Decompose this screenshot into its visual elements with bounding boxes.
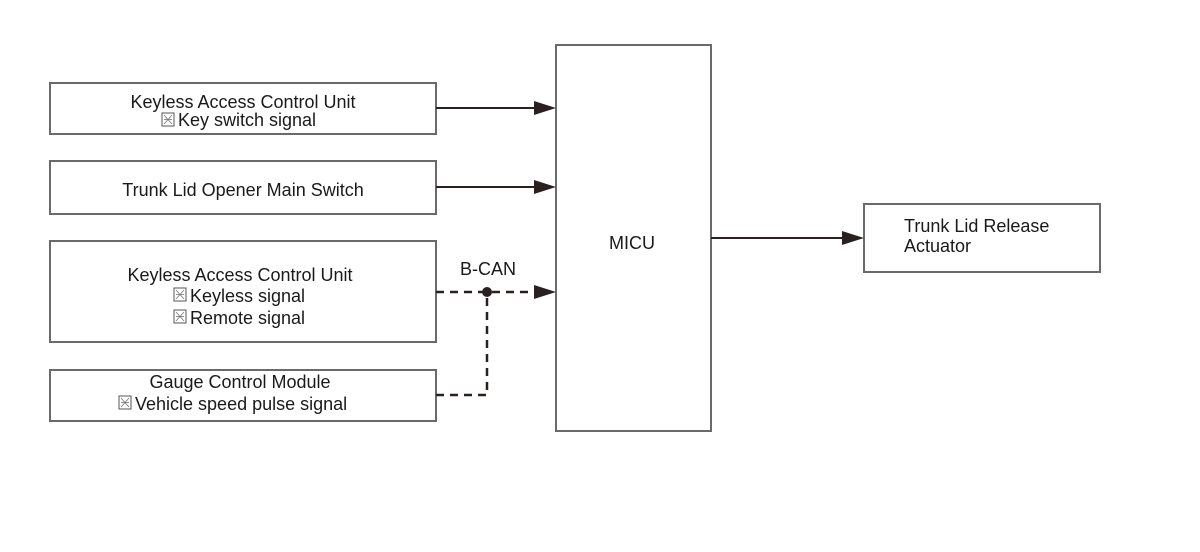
micu-block: MICU	[555, 44, 712, 432]
remote-signal-label: Remote signal	[190, 308, 305, 328]
actuator-title-line2: Actuator	[904, 236, 971, 256]
keyless-unit-can-title: Keyless Access Control Unit	[127, 265, 352, 285]
micu-title: MICU	[609, 233, 655, 253]
bullet-icon	[173, 309, 187, 324]
arrowhead	[534, 101, 556, 115]
bullet-icon	[161, 112, 175, 127]
b-can-label: B-CAN	[460, 259, 516, 279]
keyless-access-control-unit-block: Keyless Access Control Unit Key switch s…	[49, 82, 437, 135]
trunk-switch-title: Trunk Lid Opener Main Switch	[122, 180, 363, 200]
keyless-access-control-unit-can-block: Keyless Access Control Unit Keyless sign…	[49, 240, 437, 343]
arrowhead	[842, 231, 864, 245]
bullet-icon	[173, 287, 187, 302]
connection-micu-to-actuator	[711, 231, 864, 245]
bus-junction-dot	[482, 287, 492, 297]
actuator-title-line1: Trunk Lid Release	[904, 216, 1049, 236]
bullet-icon	[118, 395, 132, 410]
trunk-lid-release-actuator-block: Trunk Lid Release Actuator	[863, 203, 1101, 273]
connection-keyless-to-micu	[436, 101, 556, 115]
key-switch-signal-label: Key switch signal	[178, 110, 316, 130]
arrowhead	[534, 285, 556, 299]
trunk-lid-opener-main-switch-block: Trunk Lid Opener Main Switch	[49, 160, 437, 215]
arrowhead	[534, 180, 556, 194]
keyless-unit-title: Keyless Access Control Unit	[130, 92, 355, 112]
b-can-bus: B-CAN	[436, 259, 556, 397]
gauge-module-title: Gauge Control Module	[149, 372, 330, 392]
keyless-signal-label: Keyless signal	[190, 286, 305, 306]
connection-trunk-switch-to-micu	[436, 180, 556, 194]
vehicle-speed-signal-label: Vehicle speed pulse signal	[135, 394, 347, 414]
gauge-control-module-block: Gauge Control Module Vehicle speed pulse…	[49, 369, 437, 422]
